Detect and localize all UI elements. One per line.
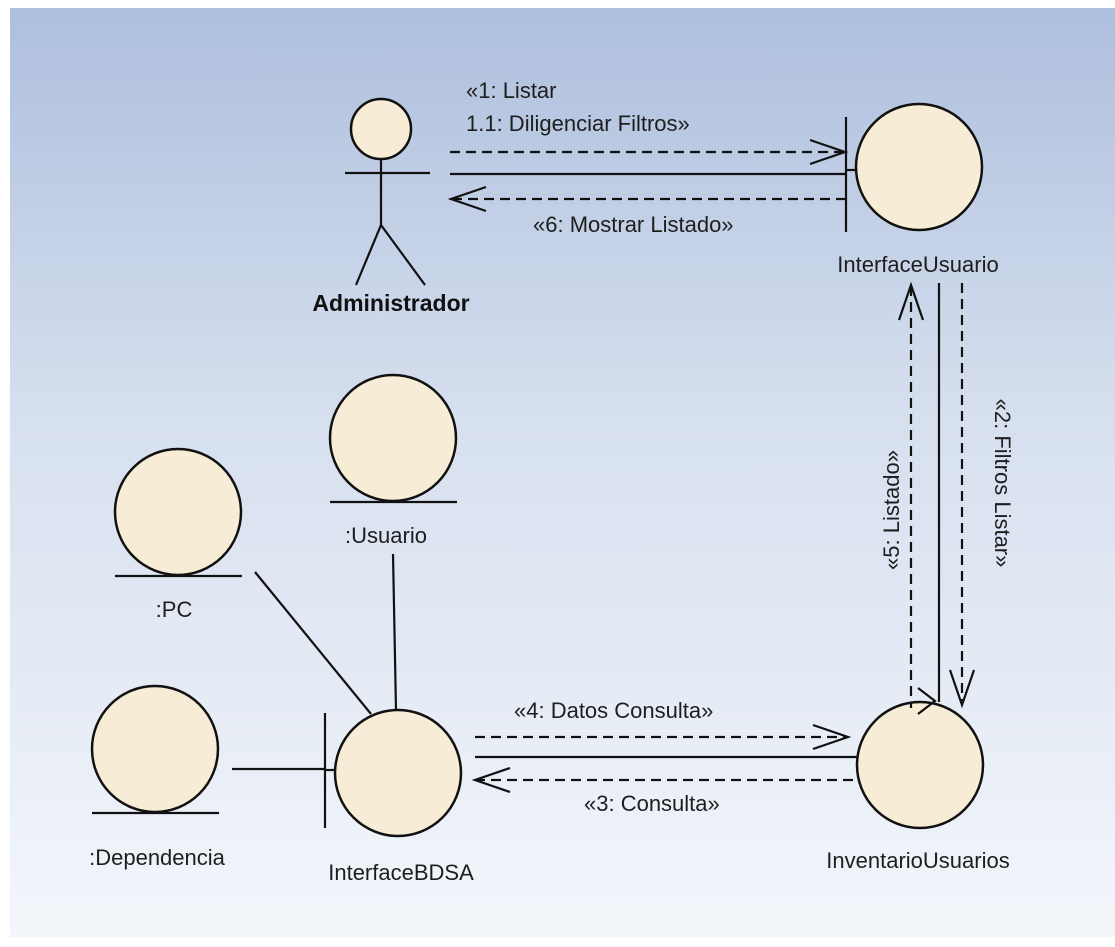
actor-head — [349, 97, 413, 161]
message-6-mostrar-listado[interactable]: «6: Mostrar Listado» — [447, 185, 846, 237]
control-label: InventarioUsuarios — [826, 848, 1009, 873]
actor-leg-right — [380, 224, 426, 286]
message-2-filtros-listar[interactable]: «2: Filtros Listar» — [948, 283, 1015, 709]
actor-leg-left — [354, 224, 383, 286]
entity-circle — [113, 447, 243, 577]
message-4-datos-consulta[interactable]: «4: Datos Consulta» — [475, 698, 852, 751]
entity-pc[interactable]: :PC — [113, 447, 243, 622]
message-3-consulta[interactable]: «3: Consulta» — [471, 766, 855, 816]
message-label: «5: Listado» — [879, 450, 904, 570]
message-label: «3: Consulta» — [584, 791, 720, 816]
link-usuario-interface-bdsa[interactable] — [391, 553, 398, 711]
boundary-circle — [854, 102, 984, 232]
message-arrowhead — [948, 669, 976, 709]
boundary-interface-usuario[interactable]: InterfaceUsuario — [837, 102, 999, 277]
actor-administrador[interactable]: Administrador — [312, 97, 470, 316]
boundary-label: InterfaceUsuario — [837, 252, 998, 277]
message-label: «2: Filtros Listar» — [990, 399, 1015, 568]
message-arrowhead — [897, 281, 925, 321]
boundary-circle — [333, 708, 463, 838]
message-label-line2: 1.1: Diligenciar Filtros» — [466, 111, 690, 136]
message-label: «6: Mostrar Listado» — [533, 212, 734, 237]
message-arrowhead — [812, 723, 852, 751]
link-pc-interface-bdsa[interactable] — [254, 571, 372, 715]
entity-label: :Dependencia — [89, 845, 226, 870]
message-arrowhead — [809, 138, 849, 166]
message-arrowhead — [447, 185, 487, 213]
entity-usuario[interactable]: :Usuario — [328, 373, 458, 548]
control-inventario-usuarios[interactable]: InventarioUsuarios — [826, 687, 1010, 873]
message-1-listar[interactable]: «1: Listar 1.1: Diligenciar Filtros» — [450, 78, 849, 166]
boundary-label: InterfaceBDSA — [328, 860, 474, 885]
message-label-line1: «1: Listar — [466, 78, 557, 103]
control-arrowhead — [917, 687, 937, 715]
entity-dependencia[interactable]: :Dependencia — [89, 684, 226, 870]
entity-label: :Usuario — [345, 523, 427, 548]
message-arrowhead — [471, 766, 511, 794]
actor-label: Administrador — [312, 290, 469, 316]
message-label: «4: Datos Consulta» — [514, 698, 713, 723]
boundary-interface-bdsa[interactable]: InterfaceBDSA — [323, 708, 474, 885]
message-5-listado[interactable]: «5: Listado» — [879, 281, 925, 708]
entity-label: :PC — [156, 597, 193, 622]
entity-circle — [328, 373, 458, 503]
entity-circle — [90, 684, 220, 814]
control-circle — [855, 700, 985, 830]
